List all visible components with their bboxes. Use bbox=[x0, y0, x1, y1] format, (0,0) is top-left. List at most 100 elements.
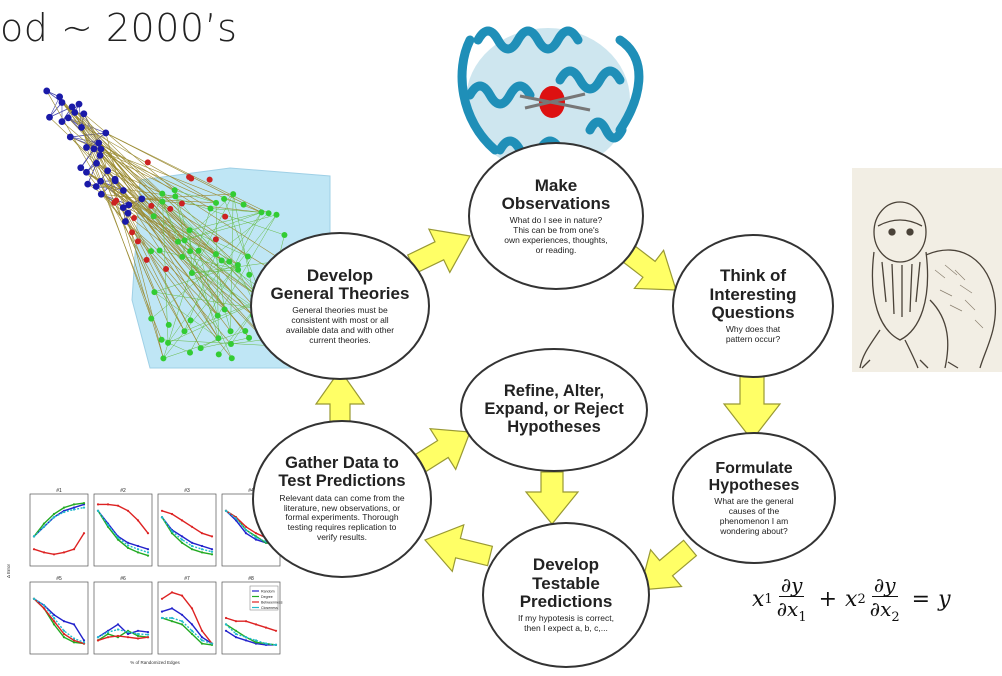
plot-point bbox=[96, 636, 100, 639]
plot-series-line bbox=[97, 510, 149, 550]
plot-point bbox=[170, 530, 174, 533]
plot-point bbox=[234, 620, 238, 623]
plot-point bbox=[82, 506, 86, 509]
plot-point bbox=[136, 544, 140, 548]
eq-den-text: ∂x bbox=[776, 597, 799, 621]
plot-point bbox=[234, 629, 238, 632]
plot-point bbox=[116, 634, 120, 638]
node-heading: Think of Interesting Questions bbox=[709, 266, 797, 322]
plot-point bbox=[254, 639, 258, 642]
plot-series-line bbox=[97, 510, 149, 557]
plot-point bbox=[96, 639, 100, 642]
plot-point bbox=[146, 551, 150, 554]
plot-point bbox=[244, 639, 248, 642]
plot-point bbox=[52, 512, 56, 516]
plot-point bbox=[170, 620, 174, 623]
plot-point bbox=[82, 639, 86, 642]
plot-point bbox=[244, 620, 248, 623]
plot-panel bbox=[157, 493, 217, 567]
arrow-theories-to-observations bbox=[406, 228, 471, 274]
plot-point bbox=[160, 516, 164, 519]
plot-point bbox=[190, 632, 194, 636]
plot-point bbox=[136, 629, 140, 632]
node-text: What do I see in nature? This can be fro… bbox=[504, 215, 608, 255]
plot-point bbox=[72, 506, 76, 509]
plot-point bbox=[106, 503, 110, 506]
plot-point bbox=[190, 607, 194, 610]
plot-panel-title: #8 bbox=[248, 576, 254, 582]
plot-point bbox=[254, 641, 258, 644]
plot-point bbox=[200, 629, 204, 632]
plot-point bbox=[52, 553, 56, 556]
eq-denominator: ∂x1 bbox=[777, 597, 807, 626]
plot-point bbox=[62, 551, 66, 554]
plot-series-line bbox=[225, 617, 277, 632]
plot-point bbox=[264, 642, 268, 645]
plot-point bbox=[106, 636, 110, 639]
node-gather-data: Gather Data to Test Predictions Relevant… bbox=[252, 420, 432, 578]
plot-point bbox=[146, 630, 150, 634]
plot-point bbox=[200, 642, 204, 645]
legend-label: Random bbox=[261, 590, 275, 594]
plot-point bbox=[210, 550, 214, 553]
plot-series-line bbox=[33, 502, 85, 537]
plot-point bbox=[72, 508, 76, 511]
plot-point bbox=[146, 633, 150, 636]
plot-panel-title: #5 bbox=[56, 576, 62, 582]
plot-point bbox=[190, 629, 194, 632]
plot-point bbox=[180, 613, 184, 616]
plot-point bbox=[264, 626, 268, 629]
plot-series-line bbox=[161, 516, 213, 550]
plot-point bbox=[210, 553, 214, 556]
plot-panel bbox=[93, 493, 153, 567]
line-plots-grid: Δ Error#1#2#3#4#5#6#7#8RandomDegreeBetwe… bbox=[6, 488, 283, 665]
plot-point bbox=[244, 636, 248, 639]
plot-point bbox=[224, 509, 228, 512]
plot-point bbox=[200, 544, 204, 548]
plot-series-line bbox=[33, 598, 85, 643]
plot-point bbox=[170, 512, 174, 516]
plot-point bbox=[42, 607, 46, 610]
plot-panel-title: #2 bbox=[120, 488, 126, 494]
plot-series-line bbox=[162, 617, 213, 645]
plot-point bbox=[146, 548, 150, 551]
plot-point bbox=[274, 629, 278, 632]
plot-point bbox=[210, 535, 214, 538]
plot-series-line bbox=[33, 598, 85, 641]
plot-point bbox=[72, 548, 76, 551]
plot-point bbox=[160, 597, 164, 600]
plot-point bbox=[200, 532, 204, 535]
plot-point bbox=[42, 551, 46, 554]
plot-point bbox=[126, 509, 130, 512]
node-heading: Gather Data to Test Predictions bbox=[278, 454, 406, 491]
node-think-questions: Think of Interesting Questions Why does … bbox=[672, 234, 834, 378]
eq-denominator: ∂x2 bbox=[870, 597, 900, 626]
plot-point bbox=[116, 504, 120, 507]
plot-point bbox=[146, 554, 150, 557]
legend-label: Degree bbox=[261, 595, 273, 599]
plot-series-line bbox=[161, 516, 213, 553]
plot-point bbox=[254, 623, 258, 626]
plot-series-line bbox=[97, 623, 149, 638]
plot-series-line bbox=[161, 516, 213, 555]
node-general-theories: Develop General Theories General theorie… bbox=[250, 232, 430, 380]
plot-point bbox=[190, 525, 194, 528]
plot-point bbox=[160, 509, 164, 512]
plot-point bbox=[274, 643, 278, 646]
plot-point bbox=[62, 632, 66, 636]
plot-point bbox=[126, 632, 130, 636]
plot-series-line bbox=[225, 630, 276, 646]
plot-point bbox=[234, 636, 238, 639]
plot-point bbox=[244, 525, 248, 528]
plot-panel-title: #3 bbox=[184, 488, 190, 494]
eq-rhs: y bbox=[938, 587, 951, 613]
plot-point bbox=[200, 636, 204, 639]
legend-label: Closeness bbox=[261, 606, 278, 610]
node-refine-hypotheses: Refine, Alter, Expand, or Reject Hypothe… bbox=[460, 348, 648, 472]
plot-point bbox=[116, 623, 120, 626]
plot-series-line bbox=[161, 617, 213, 646]
plot-point bbox=[42, 522, 46, 525]
slide-title: od ~ 2000’s bbox=[0, 6, 238, 50]
plot-point bbox=[32, 535, 36, 538]
